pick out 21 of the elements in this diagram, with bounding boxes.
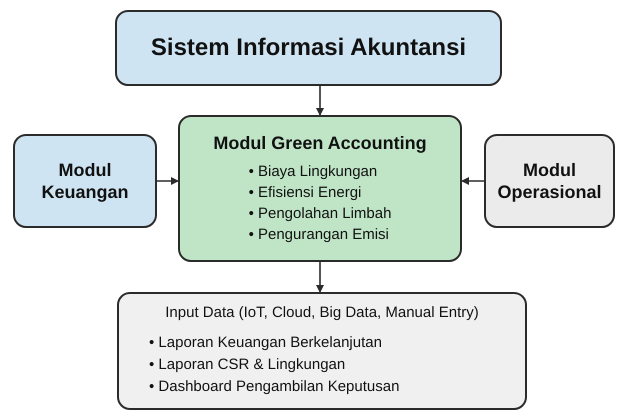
module-box — [178, 115, 462, 262]
box-heading: Modul Operasional — [496, 158, 603, 204]
arrow — [316, 262, 324, 293]
list-item: • Pengolahan Limbah — [248, 204, 392, 224]
module-box — [13, 134, 157, 228]
list-item: • Laporan Keuangan Berkelanjutan — [149, 333, 383, 354]
data-box — [117, 292, 527, 410]
box-heading: Sistem Informasi Akuntansi — [150, 33, 466, 63]
list-item: • Pengurangan Emisi — [248, 224, 390, 245]
module-box — [484, 134, 615, 228]
box-heading: Modul Green Accounting — [213, 132, 427, 155]
box-heading: Modul Keuangan — [40, 158, 130, 204]
arrow — [157, 177, 179, 185]
list-item: • Efisiensi Energi — [248, 182, 362, 203]
list-item: • Biaya Lingkungan — [248, 162, 378, 182]
arrow — [316, 86, 324, 116]
list-item: • Laporan CSR & Lingkungan — [149, 355, 346, 376]
box-heading: Input Data (IoT, Cloud, Big Data, Manual Entry) — [165, 304, 479, 322]
list-item: • Dashboard Pengambilan Keputusan — [149, 377, 400, 398]
arrow — [461, 177, 484, 185]
system-box — [115, 10, 502, 86]
